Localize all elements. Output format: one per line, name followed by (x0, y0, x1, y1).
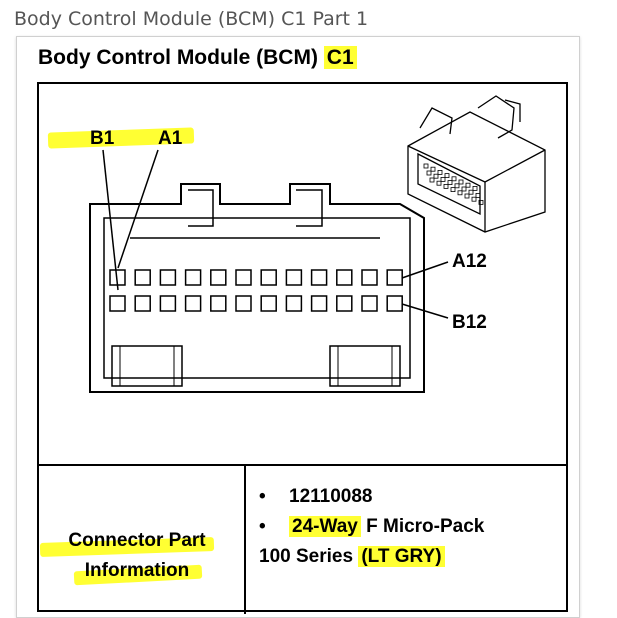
part-number: 12110088 (289, 486, 373, 507)
connector-face-outline (89, 183, 425, 393)
pin-cavity (134, 269, 151, 286)
pin-cavity (310, 269, 328, 286)
latch-right (296, 189, 323, 227)
mini-pin-cavity (478, 199, 484, 205)
mini-pin-cavity (440, 176, 446, 182)
diagram-title: Body Control Module (BCM) C1 (38, 46, 357, 70)
pin-cavity (184, 269, 202, 286)
pin-cavity (285, 295, 303, 312)
mini-pin-cavity (468, 189, 474, 195)
mini-pin-cavity (471, 196, 477, 202)
mini-pin-cavity (458, 179, 464, 185)
lock-left-inner (119, 345, 175, 387)
bullet: • (259, 516, 266, 537)
table-divider-vertical (244, 464, 246, 614)
pin-cavity (109, 295, 126, 312)
mini-pin-cavity (465, 182, 471, 188)
way-row: • 24-Way F Micro-Pack (259, 512, 484, 542)
pin-cavity (260, 269, 277, 286)
lock-right (329, 345, 401, 387)
mini-pin-cavity (444, 173, 450, 179)
pin-cavity (210, 269, 227, 286)
mini-pin-cavity (472, 185, 478, 191)
lock-left (111, 345, 183, 387)
info-title-line2: Information (84, 560, 190, 581)
pin-cavity (386, 295, 403, 312)
pin-cavity (159, 269, 177, 286)
way-rest: F Micro-Pack (360, 516, 485, 537)
pin-cavity (336, 269, 353, 286)
series-row: 100 Series (LT GRY) (259, 542, 484, 572)
pin-cavity (386, 269, 403, 286)
pin-cavity (235, 295, 252, 312)
leader-a12 (401, 261, 449, 279)
leader-b1 (102, 149, 119, 291)
table-divider-horizontal (37, 464, 568, 466)
info-title-line1: Connector Part (68, 530, 206, 551)
mini-pin-cavity (426, 170, 432, 176)
connector-inner-outline (103, 217, 411, 379)
mini-pin-cavity (429, 177, 435, 183)
page-title: Body Control Module (BCM) C1 Part 1 (14, 8, 369, 30)
lock-right-inner (337, 345, 393, 387)
series-prefix: 100 Series (259, 546, 359, 567)
mini-pin-cavity (451, 176, 457, 182)
pin-cavity (310, 295, 328, 312)
connector-part-info-label: Connector Part Information (48, 526, 226, 586)
part-number-row: • 12110088 (259, 482, 484, 512)
mini-pin-cavity (447, 180, 453, 186)
mini-pin-cavity (461, 186, 467, 192)
mini-pin-cavity (464, 193, 470, 199)
pin-cavity (159, 295, 177, 312)
mini-pin-cavity (430, 166, 436, 172)
pin-cavity (235, 269, 252, 286)
pin-label-b12: B12 (452, 312, 487, 333)
color-highlight: (LT GRY) (358, 546, 445, 567)
pin-cavity (361, 295, 378, 312)
pin-cavities (109, 269, 403, 312)
mini-pin-cavity (475, 192, 481, 198)
connector-3d-view (407, 95, 546, 233)
leader-a1 (117, 149, 159, 269)
mini-pin-cavity (457, 190, 463, 196)
pin-label-b1: B1 (90, 128, 115, 149)
mini-pin-cavity (443, 183, 449, 189)
latch-left (188, 189, 214, 227)
diagram-title-text: Body Control Module (BCM) (38, 46, 324, 69)
way-highlight: 24-Way (289, 516, 361, 537)
mini-pin-cavity (437, 169, 443, 175)
pin-cavity (361, 269, 378, 286)
pin-label-a12: A12 (452, 251, 487, 272)
mini-pin-cavity (450, 187, 456, 193)
pin-cavity (336, 295, 353, 312)
mini-pin-cavity (436, 180, 442, 186)
pin-cavity (184, 295, 202, 312)
connector-3d-pins (423, 163, 484, 205)
bullet: • (259, 486, 266, 507)
part-info-list: • 12110088 • 24-Way F Micro-Pack 100 Serie… (259, 482, 484, 572)
pin-cavity (210, 295, 227, 312)
pin-cavity (134, 295, 151, 312)
pin-label-a1: A1 (158, 128, 183, 149)
leader-b12 (401, 303, 449, 319)
connector-id-highlight: C1 (323, 46, 357, 69)
mini-pin-cavity (454, 183, 460, 189)
pin-cavity (285, 269, 303, 286)
mini-pin-cavity (433, 173, 439, 179)
pin-cavity (260, 295, 277, 312)
mini-pin-cavity (423, 163, 429, 169)
